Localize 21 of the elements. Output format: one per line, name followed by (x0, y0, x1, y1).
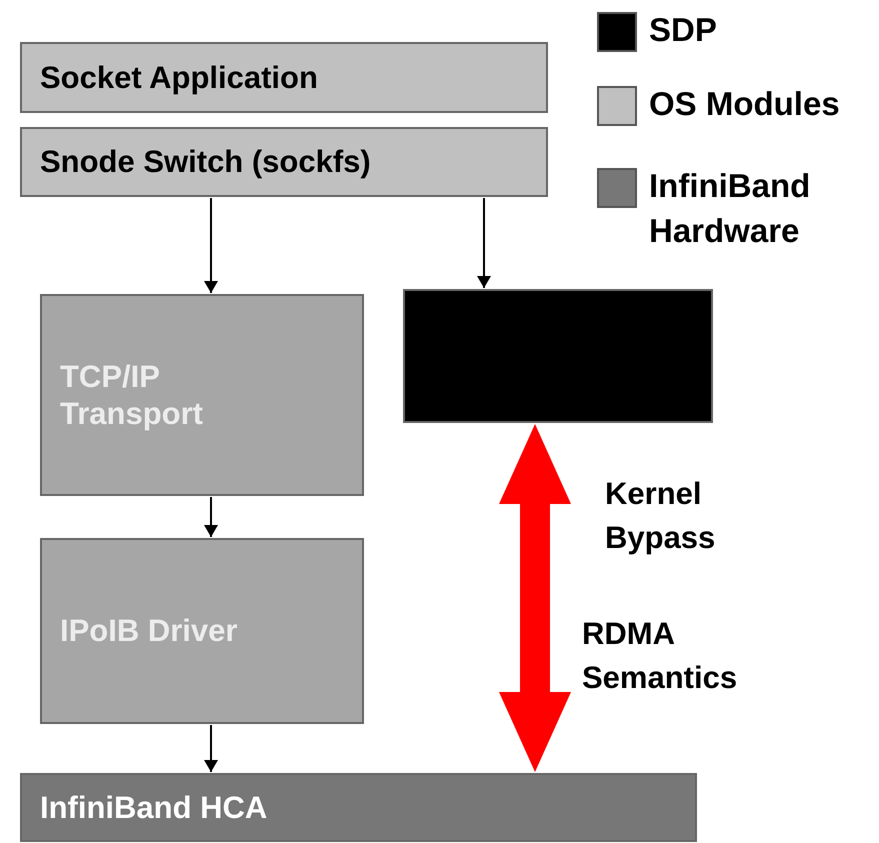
arrow (204, 497, 218, 537)
module-box (20, 773, 697, 842)
legend-label: OS Modules (649, 84, 840, 124)
module-box (20, 42, 548, 113)
module-label: Socket Application (40, 58, 318, 96)
module-label: Snode Switch (sockfs) (40, 143, 371, 181)
module-box (20, 127, 548, 197)
module-label: IPoIB Driver (60, 612, 238, 650)
legend-label: SDP (649, 10, 717, 50)
legend-label: InfiniBand Hardware (649, 166, 812, 251)
sdp-block (403, 289, 713, 423)
arrow (477, 198, 491, 288)
arrow (204, 198, 218, 293)
module-label: TCP/IP Transport (60, 358, 204, 432)
annotation-text: Kernel Bypass (605, 475, 716, 557)
arrow (204, 725, 218, 772)
double-arrow (499, 424, 571, 772)
module-box (40, 294, 364, 496)
module-box (40, 538, 364, 724)
annotation-text: RDMA Semantics (582, 615, 738, 697)
module-label: InfiniBand HCA (40, 788, 268, 826)
